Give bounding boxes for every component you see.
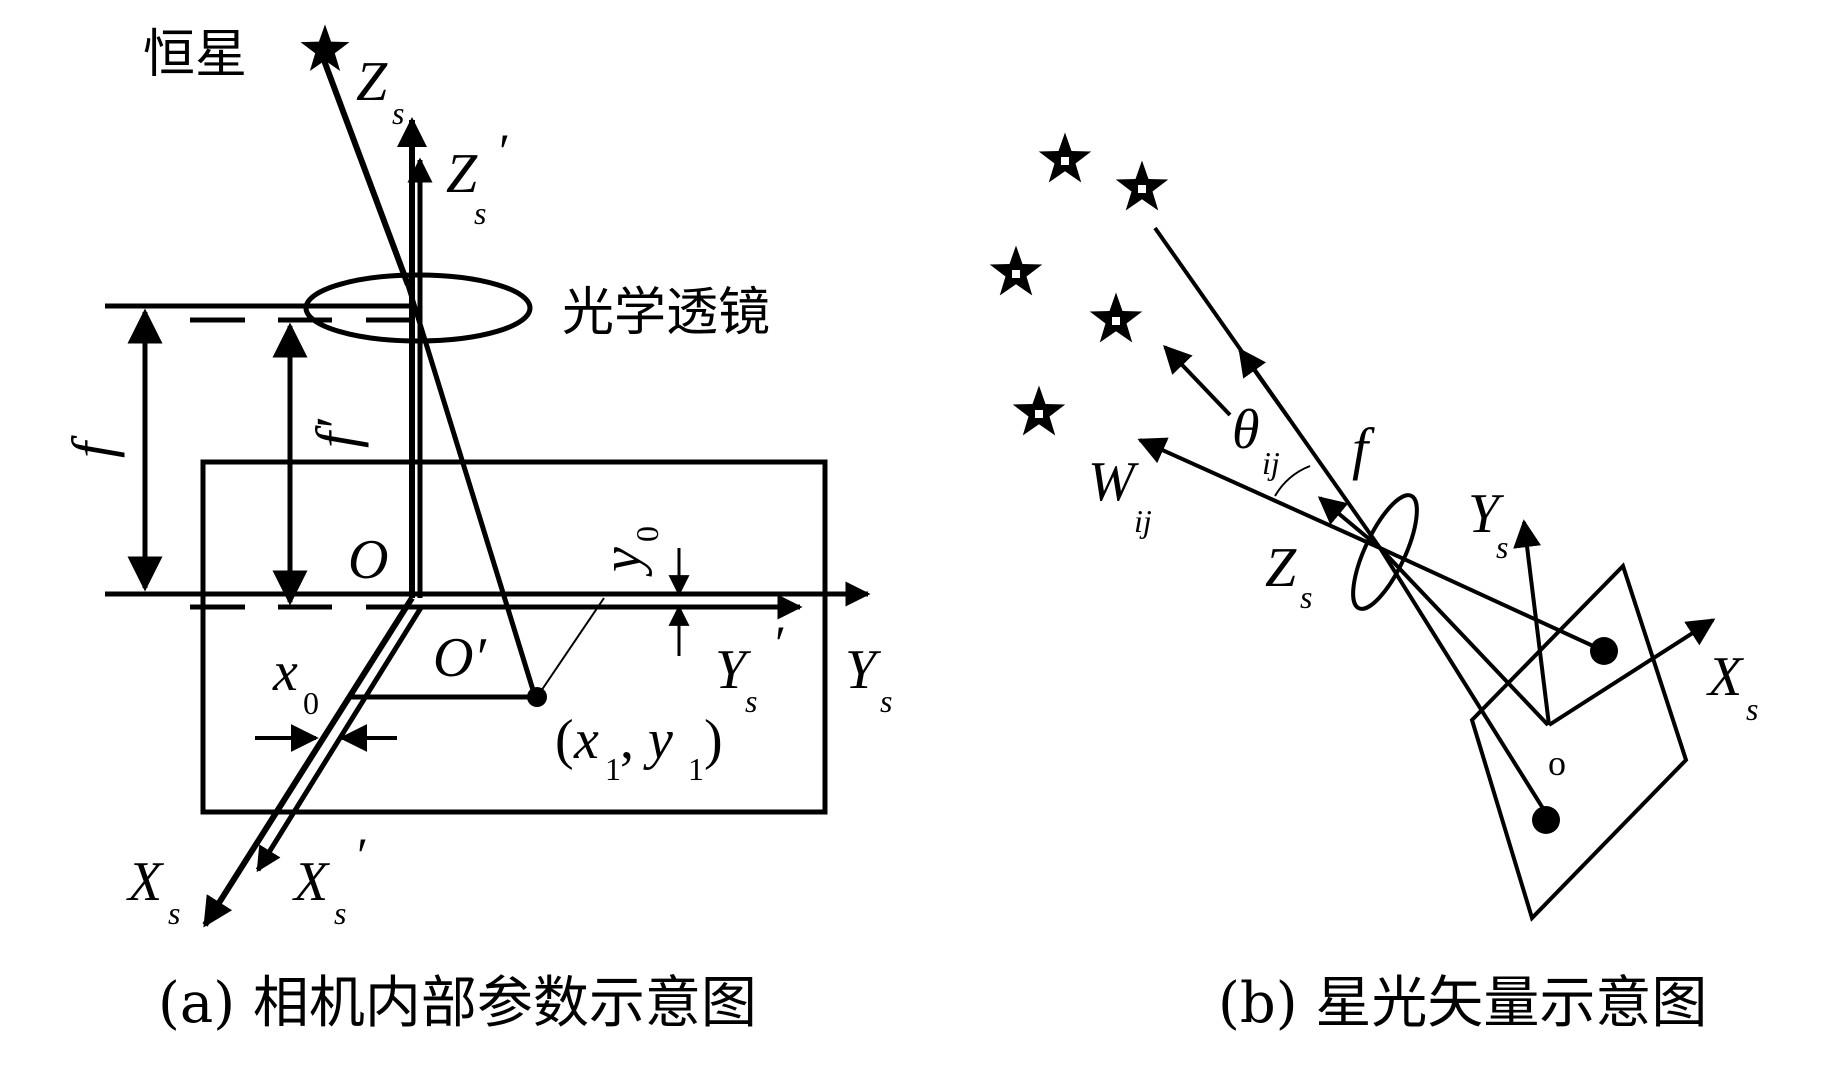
w-ij-vector — [1137, 437, 1381, 550]
svg-text:,: , — [620, 709, 634, 771]
image-point-label: ( x 1 , y 1 ) — [555, 709, 723, 787]
svg-text:(: ( — [555, 709, 574, 771]
star-ray — [319, 53, 411, 287]
focal-label-b: f — [1352, 416, 1375, 481]
image-plane-b — [1469, 562, 1689, 922]
star-icon — [989, 245, 1043, 296]
svg-text:′: ′ — [772, 615, 784, 671]
star-icon — [1012, 385, 1066, 436]
caption-b: (b) 星光矢量示意图 — [1218, 971, 1707, 1036]
image-plane — [200, 459, 828, 815]
svg-text:x: x — [272, 641, 298, 703]
svg-text:s: s — [334, 895, 346, 931]
origin-prime-label: O′ — [433, 627, 486, 689]
angle-arc — [1274, 465, 1311, 497]
svg-text:0: 0 — [629, 526, 665, 542]
svg-text:X: X — [292, 851, 331, 913]
y0-label: y 0 — [591, 526, 665, 577]
svg-text:′: ′ — [496, 123, 508, 179]
svg-text:): ) — [704, 709, 723, 771]
svg-text:x: x — [573, 709, 599, 771]
zs-label-b: Z s — [1265, 537, 1312, 615]
origin-label: O — [348, 529, 388, 591]
svg-text:s: s — [168, 895, 180, 931]
svg-text:Y: Y — [1468, 483, 1505, 545]
axis-ys-b — [1513, 519, 1551, 726]
axis-xs — [202, 596, 415, 928]
point-projection-y — [536, 597, 605, 698]
svg-text:y: y — [591, 547, 653, 577]
svg-text:0: 0 — [303, 685, 319, 721]
star-label: 恒星 — [143, 25, 247, 85]
image-point — [527, 687, 547, 707]
svg-text:W: W — [1088, 451, 1139, 513]
svg-text:1: 1 — [605, 751, 621, 787]
svg-text:ij: ij — [1262, 445, 1280, 481]
image-point-1 — [1590, 637, 1618, 665]
axis-label-ys: Y s — [845, 639, 892, 719]
svg-text:s: s — [880, 683, 892, 719]
svg-text:′: ′ — [354, 827, 366, 883]
lens-label: 光学透镜 — [562, 283, 770, 343]
xs-label-b: X s — [1706, 646, 1758, 727]
svg-text:s: s — [474, 195, 486, 231]
svg-text:Z: Z — [446, 143, 478, 205]
caption-a: (a) 相机内部参数示意图 — [158, 971, 757, 1036]
svg-text:Y: Y — [845, 639, 882, 701]
svg-text:Z: Z — [356, 51, 388, 113]
axis-label-xs: X s — [126, 851, 180, 931]
star-icon — [1089, 292, 1143, 343]
svg-text:θ: θ — [1232, 399, 1260, 461]
star-vector-arrow — [1163, 344, 1232, 417]
svg-text:Z: Z — [1265, 537, 1297, 599]
star-icon — [1115, 160, 1169, 211]
svg-text:s: s — [1496, 529, 1508, 565]
ray-to-origin — [1378, 546, 1550, 727]
svg-text:1: 1 — [688, 751, 704, 787]
svg-text:s: s — [1300, 579, 1312, 615]
panel-b: θ ij W ij f Z s Y s X s — [989, 132, 1758, 1036]
axis-label-zs-prime: Z s ′ — [446, 123, 508, 231]
star-icon — [1038, 132, 1092, 183]
axis-label-zs: Z s — [356, 51, 404, 131]
x0-label: x 0 — [272, 641, 319, 721]
origin-label-b: o — [1548, 743, 1566, 783]
focal-label: f — [60, 435, 125, 458]
star-ray-arrow — [1238, 347, 1292, 422]
axis-xs-b — [1547, 618, 1716, 727]
ray-to-image-point-1 — [1379, 546, 1605, 653]
ray-to-image-point-2 — [1378, 546, 1551, 820]
theta-ij-label: θ ij — [1232, 399, 1280, 481]
ys-label-b: Y s — [1468, 483, 1508, 565]
axis-label-ys-prime: Y s ′ — [715, 615, 784, 719]
focal-prime-label: f′ — [304, 418, 369, 448]
svg-text:Y: Y — [715, 639, 752, 701]
panel-a: 恒星 Z s Z s ′ 光学透镜 f f′ — [60, 24, 892, 1036]
svg-text:ij: ij — [1134, 503, 1152, 539]
axis-label-xs-prime: X s ′ — [292, 827, 366, 931]
svg-text:X: X — [1706, 646, 1745, 708]
svg-text:y: y — [643, 709, 673, 771]
svg-text:s: s — [392, 95, 404, 131]
svg-text:s: s — [1746, 691, 1758, 727]
w-ij-label: W ij — [1088, 451, 1152, 539]
image-point-2 — [1532, 806, 1560, 834]
star-ray-to-image — [405, 284, 540, 704]
svg-text:X: X — [126, 851, 165, 913]
svg-text:s: s — [745, 683, 757, 719]
